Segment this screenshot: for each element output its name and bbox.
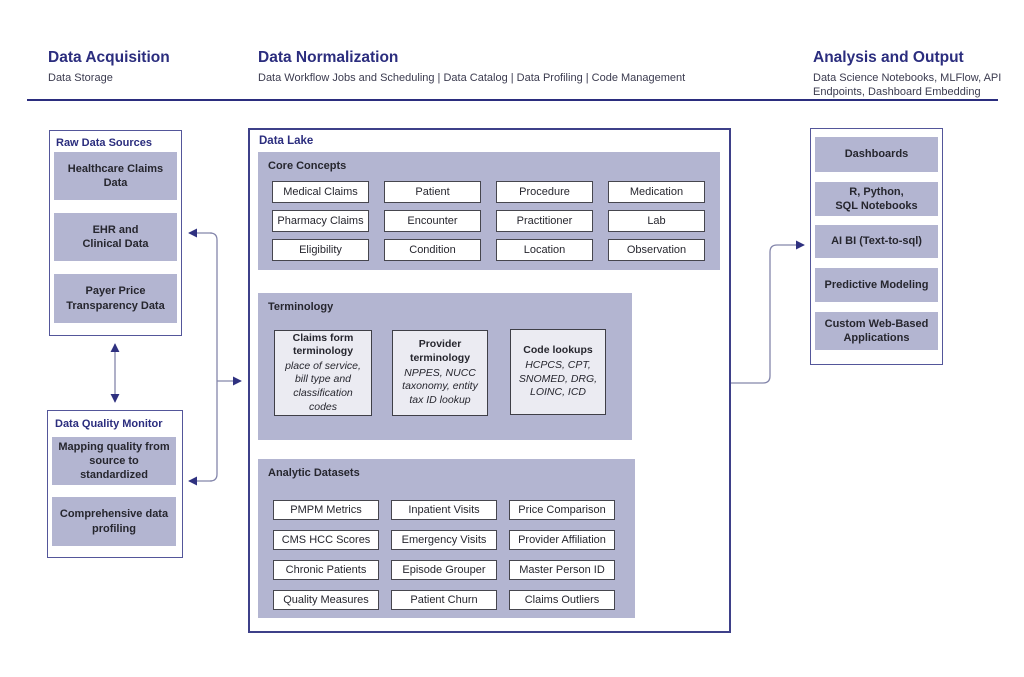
analysis-output-box: Dashboards R, Python, SQL Notebooks AI B… [810, 128, 943, 365]
concept-observation: Observation [608, 239, 705, 261]
data-quality-monitor-box: Data Quality Monitor Mapping quality fro… [47, 410, 183, 558]
card-title: Provider terminology [409, 338, 471, 364]
core-concepts-grid: Medical Claims Patient Procedure Medicat… [272, 181, 705, 261]
data-quality-monitor-title: Data Quality Monitor [55, 418, 163, 430]
quality-profiling-item: Comprehensive data profiling [52, 497, 176, 546]
concept-lab: Lab [608, 210, 705, 232]
quality-mapping-item: Mapping quality from source to standardi… [52, 437, 176, 485]
raw-data-sources-title: Raw Data Sources [56, 137, 152, 149]
concept-medical-claims: Medical Claims [272, 181, 369, 203]
dataset-patient-churn: Patient Churn [391, 590, 497, 610]
header-divider [27, 99, 998, 101]
header-section-data-normalization: Data Normalization Data Workflow Jobs an… [258, 48, 685, 85]
dataset-quality-measures: Quality Measures [273, 590, 379, 610]
dataset-emergency-visits: Emergency Visits [391, 530, 497, 550]
concept-location: Location [496, 239, 593, 261]
terminology-panel: Terminology Claims form terminology plac… [258, 293, 632, 440]
terminology-card-code-lookups: Code lookups HCPCS, CPT, SNOMED, DRG, LO… [510, 329, 606, 415]
card-detail: HCPCS, CPT, SNOMED, DRG, LOINC, ICD [518, 359, 598, 399]
dataset-inpatient-visits: Inpatient Visits [391, 500, 497, 520]
section-subtitle: Data Science Notebooks, MLFlow, API Endp… [813, 72, 1002, 98]
raw-source-payer-price: Payer Price Transparency Data [54, 274, 177, 323]
card-detail: place of service, bill type and classifi… [285, 359, 361, 413]
dataset-cms-hcc-scores: CMS HCC Scores [273, 530, 379, 550]
dataset-price-comparison: Price Comparison [509, 500, 615, 520]
raw-data-sources-box: Raw Data Sources Healthcare Claims Data … [49, 130, 182, 336]
concept-condition: Condition [384, 239, 481, 261]
analytic-datasets-grid: PMPM Metrics Inpatient Visits Price Comp… [273, 500, 615, 610]
section-subtitle: Data Storage [48, 72, 113, 84]
core-concepts-title: Core Concepts [268, 160, 347, 172]
concept-pharmacy-claims: Pharmacy Claims [272, 210, 369, 232]
data-lake-title: Data Lake [259, 135, 314, 147]
arrow-lake-to-analysis [731, 240, 805, 384]
section-title: Analysis and Output [813, 49, 964, 66]
concept-procedure: Procedure [496, 181, 593, 203]
section-title: Data Acquisition [48, 49, 170, 66]
concept-medication: Medication [608, 181, 705, 203]
dataset-episode-grouper: Episode Grouper [391, 560, 497, 580]
card-title: Claims form terminology [292, 331, 354, 357]
card-title: Code lookups [523, 343, 593, 356]
data-lake-box: Data Lake Core Concepts Medical Claims P… [248, 128, 731, 633]
output-predictive-modeling: Predictive Modeling [815, 268, 938, 302]
section-subtitle: Data Workflow Jobs and Scheduling | Data… [258, 72, 686, 84]
output-custom-web-apps: Custom Web-Based Applications [815, 312, 938, 350]
raw-source-ehr-clinical: EHR and Clinical Data [54, 213, 177, 261]
concept-patient: Patient [384, 181, 481, 203]
terminology-card-provider: Provider terminology NPPES, NUCC taxonom… [392, 330, 488, 416]
card-detail: NPPES, NUCC taxonomy, entity tax ID look… [402, 366, 478, 406]
header-section-analysis-output: Analysis and Output Data Science Noteboo… [813, 48, 1013, 99]
dataset-claims-outliers: Claims Outliers [509, 590, 615, 610]
output-dashboards: Dashboards [815, 137, 938, 172]
concept-encounter: Encounter [384, 210, 481, 232]
dataset-provider-affiliation: Provider Affiliation [509, 530, 615, 550]
header-section-data-acquisition: Data Acquisition Data Storage [48, 48, 170, 85]
output-ai-bi: AI BI (Text-to-sql) [815, 225, 938, 258]
dataset-pmpm-metrics: PMPM Metrics [273, 500, 379, 520]
dataset-master-person-id: Master Person ID [509, 560, 615, 580]
connector-left-trunk [209, 232, 218, 482]
output-notebooks: R, Python, SQL Notebooks [815, 182, 938, 216]
core-concepts-panel: Core Concepts Medical Claims Patient Pro… [258, 152, 720, 270]
terminology-card-claims-form: Claims form terminology place of service… [274, 330, 372, 416]
section-title: Data Normalization [258, 49, 399, 66]
concept-eligibility: Eligibility [272, 239, 369, 261]
raw-source-healthcare-claims: Healthcare Claims Data [54, 152, 177, 200]
terminology-title: Terminology [268, 301, 334, 313]
dataset-chronic-patients: Chronic Patients [273, 560, 379, 580]
analytic-datasets-panel: Analytic Datasets PMPM Metrics Inpatient… [258, 459, 635, 618]
concept-practitioner: Practitioner [496, 210, 593, 232]
analytic-datasets-title: Analytic Datasets [268, 467, 360, 479]
